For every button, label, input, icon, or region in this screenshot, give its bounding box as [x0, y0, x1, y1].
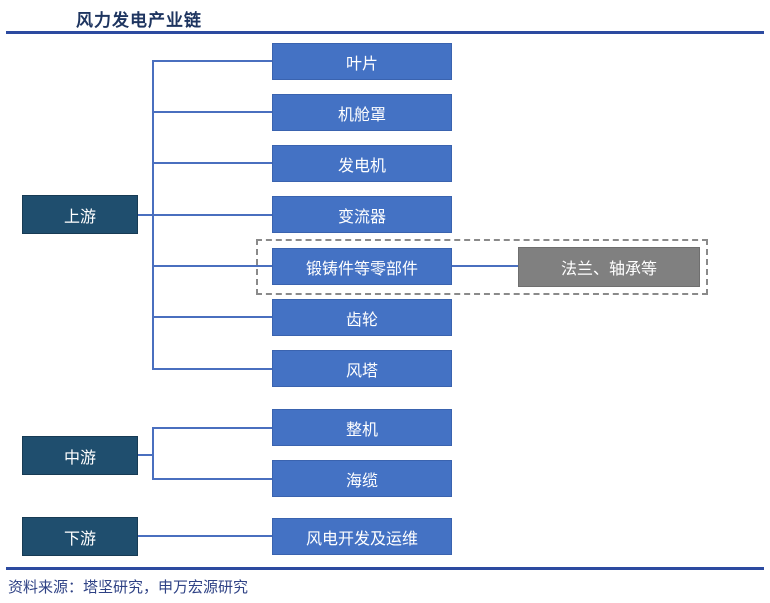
node-gear: 齿轮	[272, 299, 452, 336]
connector-upstream-branch	[152, 214, 272, 216]
source-note: 资料来源：塔坚研究，申万宏源研究	[8, 578, 249, 596]
connector-upstream-branch	[152, 162, 272, 164]
node-flange-bearing: 法兰、轴承等	[518, 247, 700, 287]
connector-upstream-branch	[152, 265, 272, 267]
stage-box-midstream: 中游	[22, 436, 138, 475]
connector-downstream	[138, 535, 272, 537]
node-generator: 发电机	[272, 145, 452, 182]
stage-box-downstream: 下游	[22, 517, 138, 556]
connector-midstream-stub	[138, 454, 153, 456]
node-submarine-cable: 海缆	[272, 460, 452, 497]
node-forged-cast-parts: 锻铸件等零部件	[272, 248, 452, 285]
connector-upstream-branch	[152, 60, 272, 62]
node-wind-tower: 风塔	[272, 350, 452, 387]
connector-midstream-vertical	[152, 427, 154, 480]
connector-forged-to-flange	[452, 265, 518, 267]
connector-upstream-branch	[152, 368, 272, 370]
connector-upstream-stub	[138, 214, 153, 216]
connector-midstream-branch	[152, 478, 272, 480]
page-title: 风力发电产业链	[76, 11, 202, 31]
node-converter: 变流器	[272, 196, 452, 233]
node-nacelle-cover: 机舱罩	[272, 94, 452, 131]
bottom-rule	[6, 567, 764, 570]
top-rule	[6, 31, 764, 34]
stage-box-upstream: 上游	[22, 195, 138, 234]
connector-midstream-branch	[152, 427, 272, 429]
node-wind-power-development-om: 风电开发及运维	[272, 518, 452, 555]
connector-upstream-branch	[152, 316, 272, 318]
node-complete-unit: 整机	[272, 409, 452, 446]
connector-upstream-branch	[152, 111, 272, 113]
dashed-group-forged-parts	[256, 239, 708, 295]
node-blade: 叶片	[272, 43, 452, 80]
